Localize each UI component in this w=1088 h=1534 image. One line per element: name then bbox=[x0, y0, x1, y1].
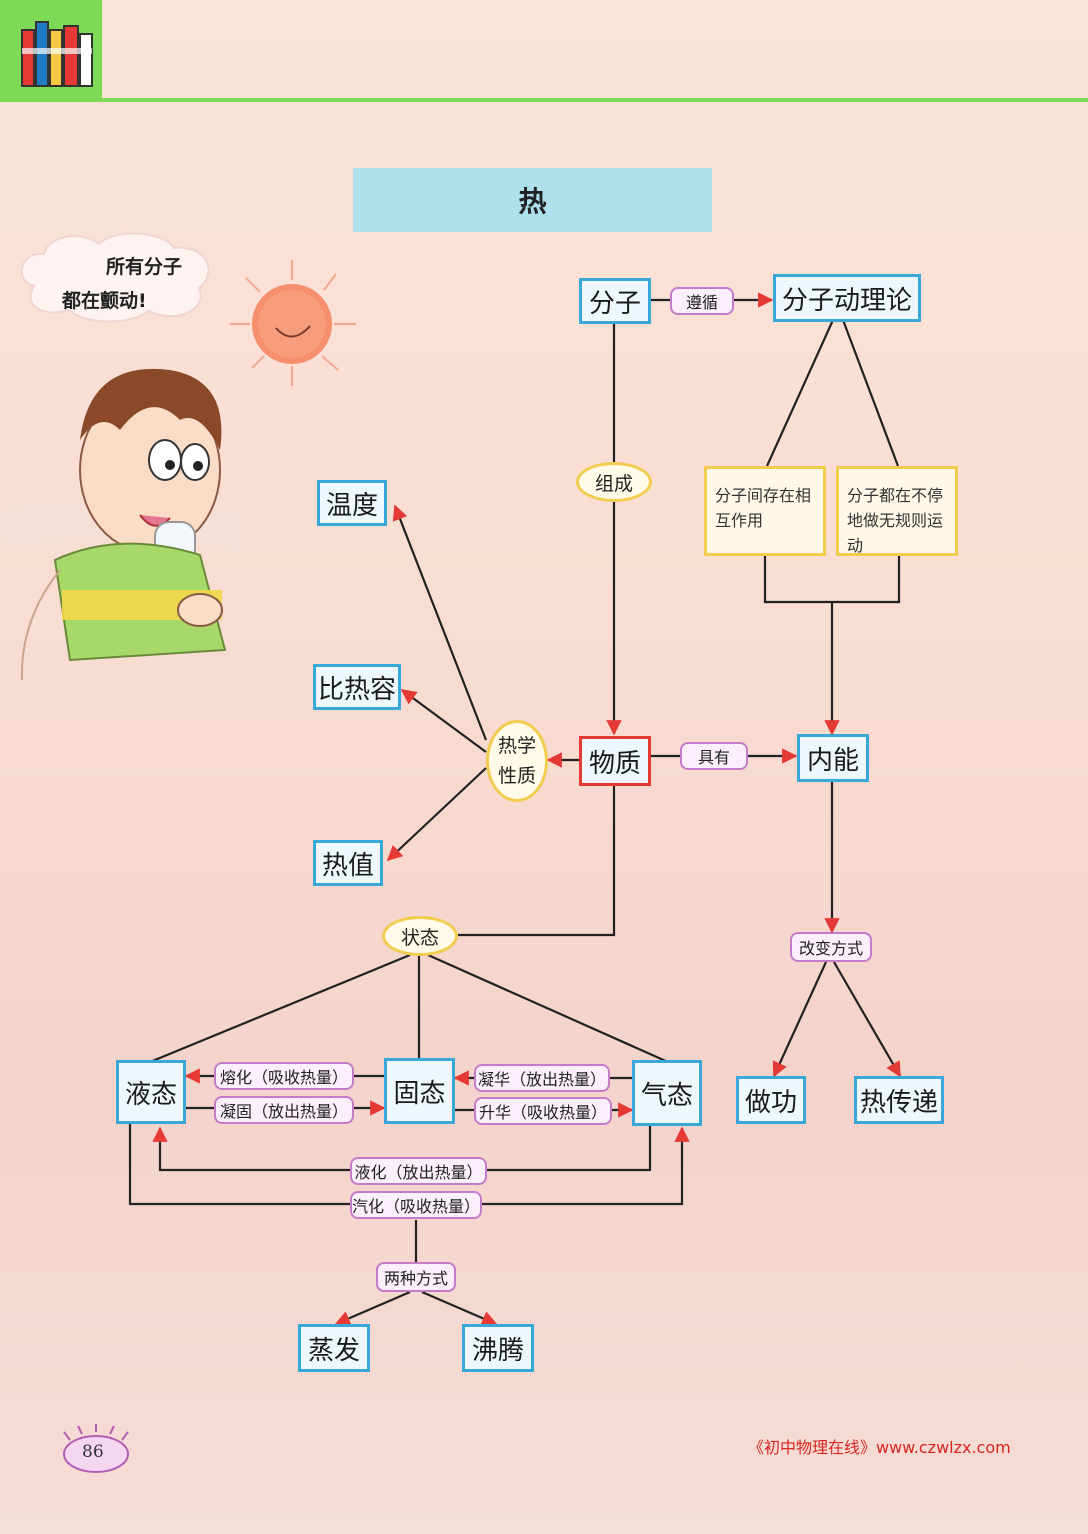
bubble-line1: 所有分子 bbox=[106, 256, 183, 278]
node-boiling: 沸腾 bbox=[462, 1324, 534, 1372]
node-solid: 固态 bbox=[384, 1058, 455, 1124]
link-sublimation: 升华（吸收热量） bbox=[474, 1097, 612, 1125]
node-evaporation: 蒸发 bbox=[298, 1324, 370, 1372]
link-change-ways: 改变方式 bbox=[790, 932, 872, 962]
link-follow: 遵循 bbox=[670, 287, 734, 315]
node-thermal-properties: 热学 性质 bbox=[486, 720, 548, 802]
node-gas: 气态 bbox=[632, 1060, 702, 1126]
node-molecule: 分子 bbox=[579, 278, 651, 324]
node-kinetic-theory: 分子动理论 bbox=[773, 274, 921, 322]
boy-illustration bbox=[0, 368, 240, 681]
link-have: 具有 bbox=[680, 742, 748, 770]
thermal-line1: 热学 bbox=[497, 735, 536, 757]
node-interaction: 分子间存在相互作用 bbox=[704, 466, 826, 556]
bubble-line2: 都在颤动! bbox=[62, 290, 147, 312]
eye-icon bbox=[63, 1424, 129, 1473]
link-compose: 组成 bbox=[576, 462, 652, 502]
node-work: 做功 bbox=[736, 1076, 806, 1124]
node-random-motion: 分子都在不停地做无规则运动 bbox=[836, 466, 958, 556]
node-temperature: 温度 bbox=[317, 480, 387, 526]
node-state: 状态 bbox=[382, 916, 458, 956]
link-liquefaction: 液化（放出热量） bbox=[350, 1157, 487, 1185]
books-logo bbox=[0, 0, 102, 102]
page-number: 86 bbox=[82, 1442, 104, 1462]
page-title: 热 bbox=[353, 168, 712, 232]
sun-illustration bbox=[230, 260, 356, 386]
link-freezing: 凝固（放出热量） bbox=[214, 1096, 354, 1124]
node-matter: 物质 bbox=[579, 736, 651, 786]
thermal-line2: 性质 bbox=[497, 765, 536, 787]
link-melting: 熔化（吸收热量） bbox=[214, 1062, 354, 1090]
source-credit: 《初中物理在线》www.czwlzx.com bbox=[748, 1438, 1011, 1457]
node-heat-transfer: 热传递 bbox=[854, 1076, 944, 1124]
link-vaporization: 汽化（吸收热量） bbox=[350, 1191, 482, 1219]
node-internal-energy: 内能 bbox=[797, 734, 869, 782]
node-heat-value: 热值 bbox=[313, 840, 383, 886]
node-liquid: 液态 bbox=[116, 1060, 186, 1124]
header-divider bbox=[100, 98, 1088, 102]
link-desublimation: 凝华（放出热量） bbox=[474, 1064, 610, 1092]
node-specific-heat: 比热容 bbox=[313, 664, 401, 710]
speech-cloud bbox=[20, 232, 210, 323]
link-two-ways: 两种方式 bbox=[376, 1262, 456, 1292]
